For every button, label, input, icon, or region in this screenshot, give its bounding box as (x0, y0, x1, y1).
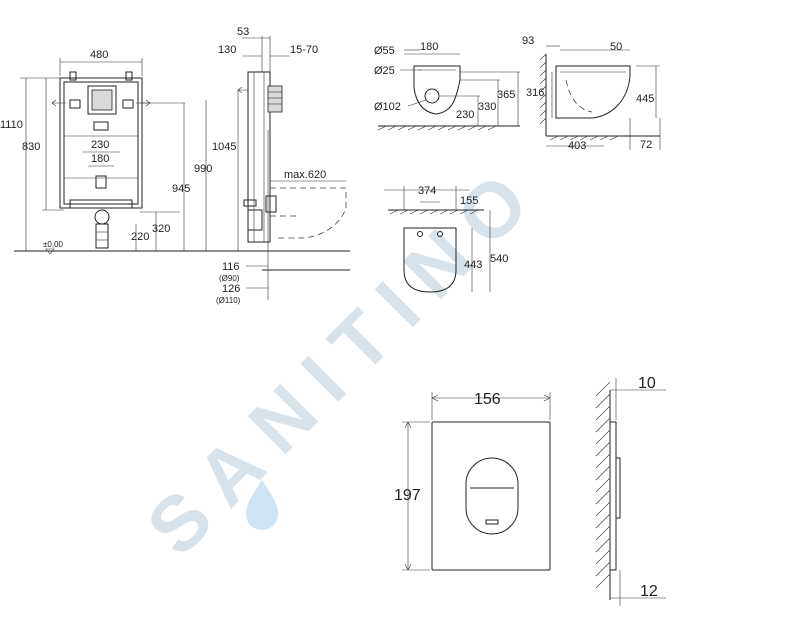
dim-374: 374 (418, 185, 436, 197)
bowl-profile-view: 93 50 316 445 403 72 (522, 35, 661, 152)
dim-plate-height: 197 (394, 487, 421, 504)
watermark-text: SANITINO (130, 144, 558, 572)
dim-443: 443 (464, 259, 482, 271)
dim-total-height: 1110 (0, 119, 23, 131)
dim-445: 445 (636, 93, 654, 105)
dim-316: 316 (526, 87, 544, 99)
dim-height-990: 990 (194, 163, 212, 175)
frame-front-view: 480 1110 830 230 180 945 990 320 220 ±0,… (0, 49, 350, 271)
dim-50: 50 (610, 41, 622, 53)
watermark-drop-icon (246, 480, 278, 530)
dim-bowl-width-180: 180 (420, 41, 438, 53)
dim-540: 540 (490, 253, 508, 265)
dim-93: 93 (522, 35, 534, 47)
dia-102: Ø102 (374, 101, 401, 113)
dim-180: 180 (91, 153, 109, 165)
dim-130: 130 (218, 44, 236, 56)
dia-90: (Ø90) (219, 274, 240, 283)
dim-bowl-365: 365 (497, 89, 515, 101)
dia-110: (Ø110) (216, 296, 241, 305)
dim-126: 126 (222, 283, 240, 295)
dim-height-945: 945 (172, 183, 190, 195)
dim-72: 72 (640, 139, 652, 151)
dim-230: 230 (91, 139, 109, 151)
dim-plate-depth-10: 10 (638, 375, 656, 392)
dim-bowl-330: 330 (478, 101, 496, 113)
dim-116: 116 (222, 261, 240, 273)
dia-55: Ø55 (374, 45, 395, 57)
floor-zero-mark: ±0,00 (43, 240, 64, 249)
frame-side-view: 53 130 15-70 1045 max.620 116 (Ø90) 126 … (212, 26, 347, 305)
dim-height-830: 830 (22, 141, 40, 153)
dim-plate-depth-12: 12 (640, 583, 658, 600)
dim-bowl-230: 230 (456, 109, 474, 121)
flush-plate-side-view: 10 12 (595, 375, 666, 606)
bowl-top-view: 374 155 443 540 (384, 185, 508, 293)
watermark: SANITINO (130, 144, 558, 572)
dim-max-620: max.620 (284, 169, 326, 181)
dim-403: 403 (568, 140, 586, 152)
dim-plate-width: 156 (474, 391, 501, 408)
dim-frame-width: 480 (90, 49, 108, 61)
dim-155: 155 (460, 195, 478, 207)
dia-25: Ø25 (374, 65, 395, 77)
flush-plate-front-view: 156 197 (394, 391, 551, 571)
flush-button-outline (465, 457, 519, 535)
dim-height-320: 320 (152, 223, 170, 235)
dim-height-220: 220 (131, 231, 149, 243)
bowl-back-view: 180 Ø55 Ø25 Ø102 230 330 365 (374, 41, 520, 131)
dim-15-70: 15-70 (290, 44, 318, 56)
dim-height-1045: 1045 (212, 141, 236, 153)
dim-53: 53 (237, 26, 249, 38)
